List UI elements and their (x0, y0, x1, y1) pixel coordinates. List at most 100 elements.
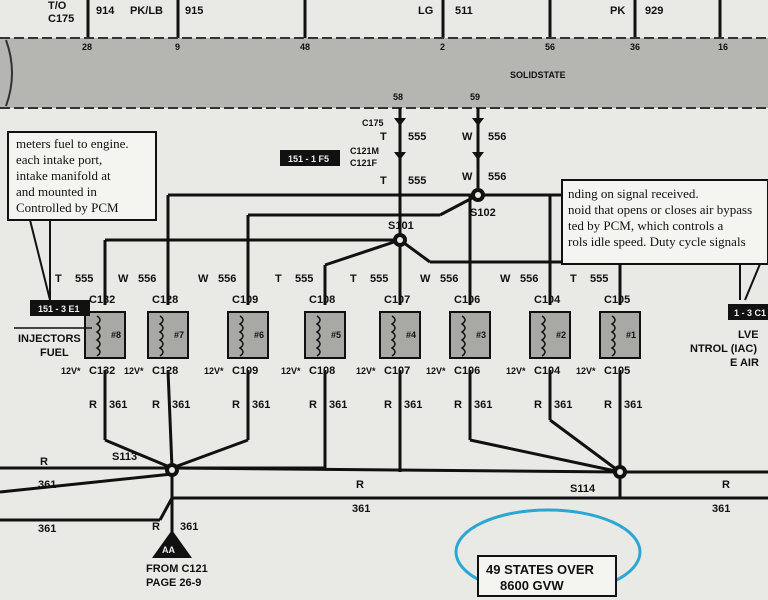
top-color-2: PK/LB (130, 5, 163, 17)
injector-conn-top: C108 (309, 294, 335, 306)
upper-left-circuit: 555 (408, 131, 426, 143)
injector-voltage: 12V* (576, 366, 596, 376)
injector-number: #3 (476, 330, 486, 340)
injector-coil (158, 315, 164, 357)
top-color-1: T/O (48, 0, 67, 12)
injector-power-circuit: 361 (109, 399, 127, 411)
injector-number: #8 (111, 330, 121, 340)
pw-color-2: R (356, 479, 364, 491)
injector-conn-bot: C108 (309, 365, 335, 377)
injector-power-color: R (534, 399, 542, 411)
title-line1: 49 STATES OVER (486, 562, 594, 577)
injector-power-color: R (152, 399, 160, 411)
pin-2: 2 (440, 42, 445, 52)
injector-conn-bot: C132 (89, 365, 115, 377)
injector-note-text: meters fuel to engine.each intake port,i… (16, 136, 129, 215)
injector-body (449, 311, 491, 359)
s101-label: S101 (388, 220, 414, 232)
iac-title-1: LVE (738, 329, 759, 341)
injector-power-circuit: 361 (404, 399, 422, 411)
injector-body (379, 311, 421, 359)
injector-ctrl-color: W (420, 273, 431, 285)
upper-labels: C175 C121M C121F 555 T 556 W 555 T 556 W (350, 118, 506, 187)
s102-label: S102 (470, 207, 496, 219)
injector-ctrl-color: W (198, 273, 209, 285)
injector-conn-bot: C109 (232, 365, 258, 377)
from-line2: PAGE 26-9 (146, 577, 201, 589)
injector-conn-bot: C106 (454, 365, 480, 377)
injector-power-circuit: 361 (172, 399, 190, 411)
injector-conn-bot: C105 (604, 365, 630, 377)
pin-58: 58 (393, 92, 403, 102)
injector-power-color: R (604, 399, 612, 411)
upper-right-color: W (462, 131, 473, 143)
injector-power-circuit: 361 (252, 399, 270, 411)
injector-ctrl-circuit: 556 (138, 273, 156, 285)
s114-label: S114 (570, 483, 596, 495)
injector-voltage: 12V* (356, 366, 376, 376)
injector-ctrl-circuit: 555 (370, 273, 388, 285)
pw-circuit-3: 361 (352, 503, 370, 515)
injector-number: #7 (174, 330, 184, 340)
injector-ctrl-color: W (500, 273, 511, 285)
iac-title-2: NTROL (IAC) (690, 343, 757, 355)
injector-ctrl-circuit: 555 (75, 273, 93, 285)
note-iac-line-2: noid that opens or closes air bypass (568, 202, 752, 217)
injector-power-circuit: 361 (329, 399, 347, 411)
injector-power-color: R (309, 399, 317, 411)
power-labels: R 361 361 R 361 R 361 R 361 (38, 456, 730, 535)
pw-circuit-1: 361 (38, 479, 56, 491)
injector-body (147, 311, 189, 359)
conn-c175: C175 (362, 118, 384, 128)
note-iac-line-1: nding on signal received. (568, 186, 699, 201)
injector-voltage: 12V* (281, 366, 301, 376)
ref-iac: 1 - 3 C1 (734, 308, 766, 318)
injector-number: #5 (331, 330, 341, 340)
ref-upper: 151 - 1 F5 (288, 154, 329, 164)
power-bus (0, 369, 768, 535)
top-circuit-2: 914 (96, 5, 115, 17)
pin-59: 59 (470, 92, 480, 102)
injector-power-circuit: 361 (474, 399, 492, 411)
pin-56: 56 (545, 42, 555, 52)
splice-s113: S113 (112, 451, 179, 477)
injector-row: C132C132#812V*555T361RC128C128#712V*556W… (55, 273, 642, 411)
top-color-4: LG (418, 5, 433, 17)
injector-ctrl-color: W (118, 273, 129, 285)
injector-body (227, 311, 269, 359)
injector-conn-top: C109 (232, 294, 258, 306)
upper-left-color: T (380, 131, 387, 143)
injector-conn-top: C128 (152, 294, 178, 306)
injector-conn-bot: C107 (384, 365, 410, 377)
iac-title-3: E AIR (730, 357, 759, 369)
title-line2: 8600 GVW (500, 578, 564, 593)
injector-coil (610, 315, 616, 357)
note-inj-line-3: intake manifold at (16, 168, 111, 183)
pw-circuit-4: 361 (712, 503, 730, 515)
injector-ctrl-circuit: 556 (520, 273, 538, 285)
injector-conn-bot: C128 (152, 365, 178, 377)
injector-power-color: R (454, 399, 462, 411)
injector-coil (315, 315, 321, 357)
from-c121: AA FROM C121 PAGE 26-9 (146, 530, 208, 589)
module-pins: 28 9 48 2 56 36 16 58 59 (82, 42, 728, 102)
pin-48: 48 (300, 42, 310, 52)
fi-line1: INJECTORS (18, 333, 81, 345)
upper-right-circuit-2: 556 (488, 171, 506, 183)
injector-body (599, 311, 641, 359)
note-inj-line-5: Controlled by PCM (16, 200, 119, 215)
injector-conn-bot: C104 (534, 365, 561, 377)
upper-left-color-2: T (380, 175, 387, 187)
injector-power-color: R (89, 399, 97, 411)
upper-right-color-2: W (462, 171, 473, 183)
injector-ctrl-color: T (275, 273, 282, 285)
top-wire-lines (86, 0, 722, 38)
injector-power-color: R (384, 399, 392, 411)
injector-coil (460, 315, 466, 357)
